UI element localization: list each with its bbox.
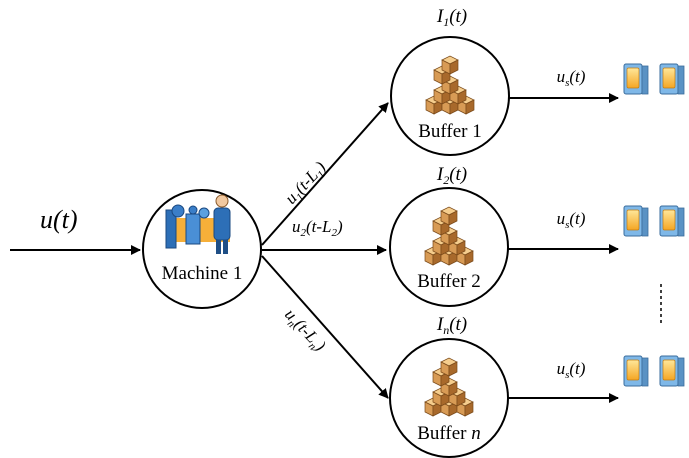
buffer-node-n: In(t) Buffer n bbox=[389, 314, 509, 458]
inventory-label-2: I2(t) bbox=[436, 164, 467, 187]
cereal-box-icon bbox=[623, 63, 649, 95]
machine-node: Machine 1 bbox=[142, 189, 262, 309]
outflow-label-1: us(t) bbox=[557, 67, 586, 89]
branch-label-1: u1(t-L1) bbox=[281, 157, 332, 209]
outflow-label-n: us(t) bbox=[557, 359, 586, 381]
cereal-box-icon bbox=[659, 63, 685, 95]
product-group-n bbox=[623, 355, 685, 387]
branch-arrow-n bbox=[261, 255, 389, 399]
cereal-box-icon bbox=[659, 355, 685, 387]
buffer-node-1: I1(t) Buffer 1 bbox=[390, 6, 510, 156]
branch-arrow-1 bbox=[261, 102, 389, 246]
inventory-label-1: I1(t) bbox=[436, 6, 467, 29]
cereal-box-icon bbox=[623, 355, 649, 387]
branch-label-2: u2(t-L2) bbox=[292, 217, 343, 239]
machine-label: Machine 1 bbox=[162, 263, 243, 284]
product-group-2 bbox=[623, 205, 685, 237]
inventory-label-n: In(t) bbox=[436, 314, 467, 337]
machine-operator-icon bbox=[165, 194, 231, 254]
buffer-label-n: Buffer n bbox=[417, 423, 481, 444]
cereal-box-icon bbox=[623, 205, 649, 237]
buffer-label-1: Buffer 1 bbox=[418, 121, 482, 142]
branch-label-n: un(t-Ln) bbox=[279, 305, 330, 357]
cereal-box-icon bbox=[659, 205, 685, 237]
product-group-1 bbox=[623, 63, 685, 95]
buffer-node-2: I2(t) Buffer 2 bbox=[389, 164, 509, 307]
input-label: u(t) bbox=[40, 205, 78, 234]
outflow-label-2: us(t) bbox=[557, 209, 586, 231]
buffer-label-2: Buffer 2 bbox=[417, 271, 481, 292]
